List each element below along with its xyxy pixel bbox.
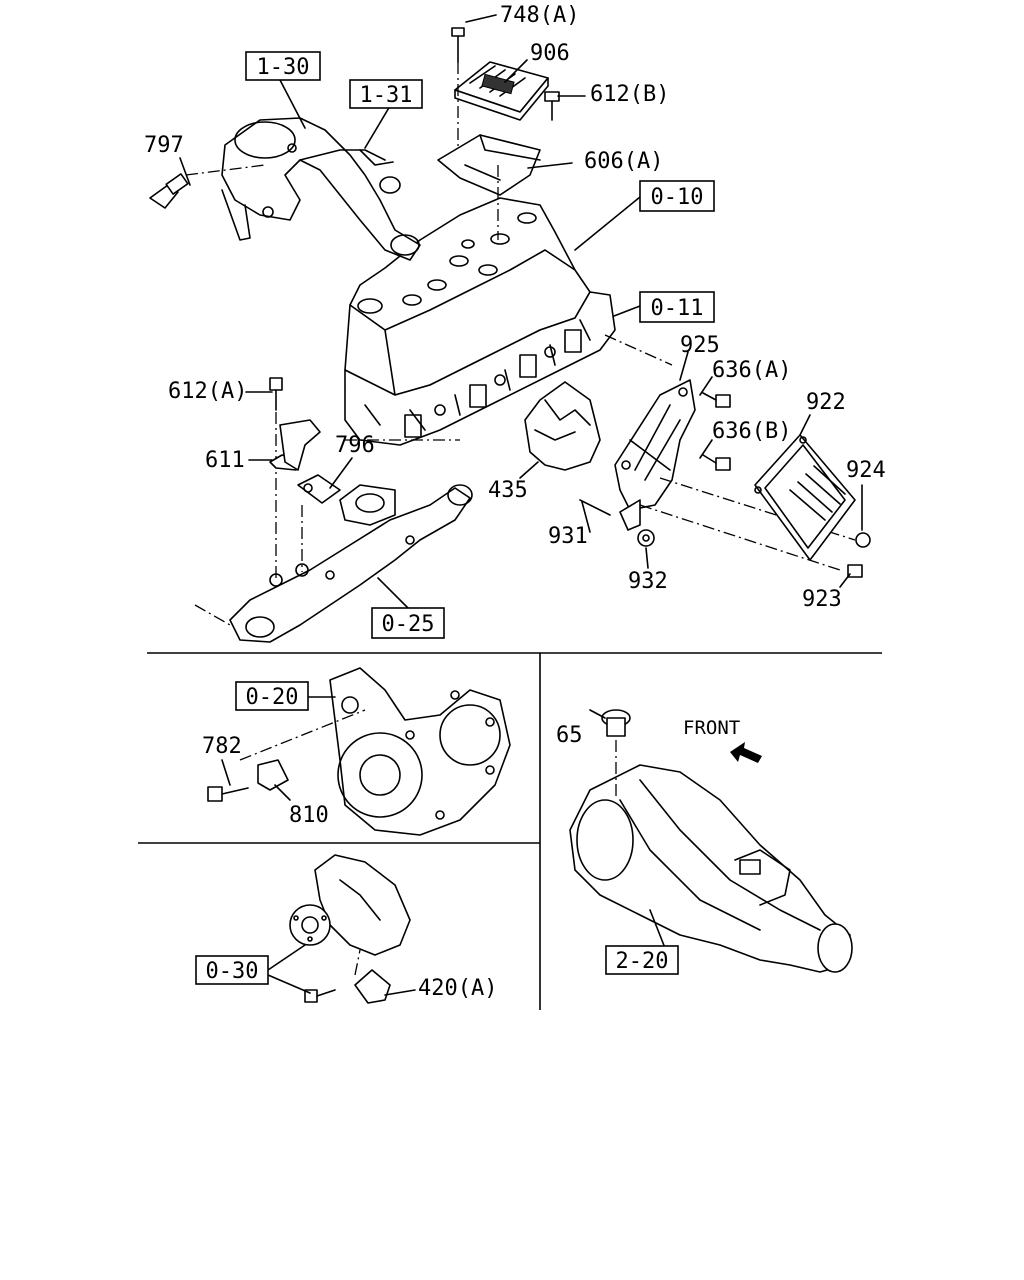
ref-label-0-30: 0-30 <box>206 959 259 984</box>
module-922-drawing <box>754 434 871 578</box>
ref-box-0-11: 0-11 <box>639 291 715 323</box>
label-923: 923 <box>802 587 842 612</box>
ref-label-1-31: 1-31 <box>360 83 413 108</box>
label-924: 924 <box>846 458 886 483</box>
label-420a: 420(A) <box>418 976 497 1001</box>
front-arrow-icon <box>730 742 762 763</box>
label-636b: 636(B) <box>712 419 791 444</box>
label-606a: 606(A) <box>584 149 663 174</box>
label-front: FRONT <box>683 717 740 739</box>
ref-label-0-25: 0-25 <box>382 612 435 637</box>
bracket-611-drawing <box>269 377 341 580</box>
ref-label-2-20: 2-20 <box>616 949 669 974</box>
ref-box-1-31: 1-31 <box>349 79 423 109</box>
ref-box-0-20: 0-20 <box>235 681 309 711</box>
cylinder-head-drawing <box>344 197 616 446</box>
label-810: 810 <box>289 803 329 828</box>
label-931: 931 <box>548 524 588 549</box>
exhaust-manifold-drawing <box>194 439 473 643</box>
part-labels: 748(A) 906 612(B) 606(A) 797 612(A) 611 … <box>144 3 886 1001</box>
ref-label-0-20: 0-20 <box>246 685 299 710</box>
ref-box-0-10: 0-10 <box>639 180 715 212</box>
cover-435-drawing <box>524 381 601 471</box>
label-612a: 612(A) <box>168 379 247 404</box>
transmission-drawing <box>569 709 853 973</box>
ref-box-0-30: 0-30 <box>195 955 269 985</box>
water-pump-drawing <box>289 854 411 1004</box>
section-dividers <box>138 652 882 1010</box>
label-782: 782 <box>202 734 242 759</box>
ref-label-0-11: 0-11 <box>651 296 704 321</box>
label-797: 797 <box>144 133 184 158</box>
sensor-797-drawing <box>149 164 266 209</box>
label-612b: 612(B) <box>590 82 669 107</box>
label-611: 611 <box>205 448 245 473</box>
label-435: 435 <box>488 478 528 503</box>
ref-box-0-25: 0-25 <box>371 607 445 639</box>
ref-box-1-30: 1-30 <box>245 51 321 81</box>
ecu-906-drawing <box>437 27 560 240</box>
label-925: 925 <box>680 333 720 358</box>
intake-duct-drawing <box>221 117 421 261</box>
ref-label-1-30: 1-30 <box>257 55 310 80</box>
label-922: 922 <box>806 390 846 415</box>
label-636a: 636(A) <box>712 358 791 383</box>
timing-case-drawing <box>207 667 511 836</box>
ref-label-0-10: 0-10 <box>651 185 704 210</box>
label-932: 932 <box>628 569 668 594</box>
label-65: 65 <box>556 723 583 748</box>
label-796: 796 <box>335 433 375 458</box>
leader-lines <box>179 14 863 996</box>
ref-box-2-20: 2-20 <box>605 945 679 975</box>
label-906: 906 <box>530 41 570 66</box>
label-748a: 748(A) <box>500 3 579 28</box>
